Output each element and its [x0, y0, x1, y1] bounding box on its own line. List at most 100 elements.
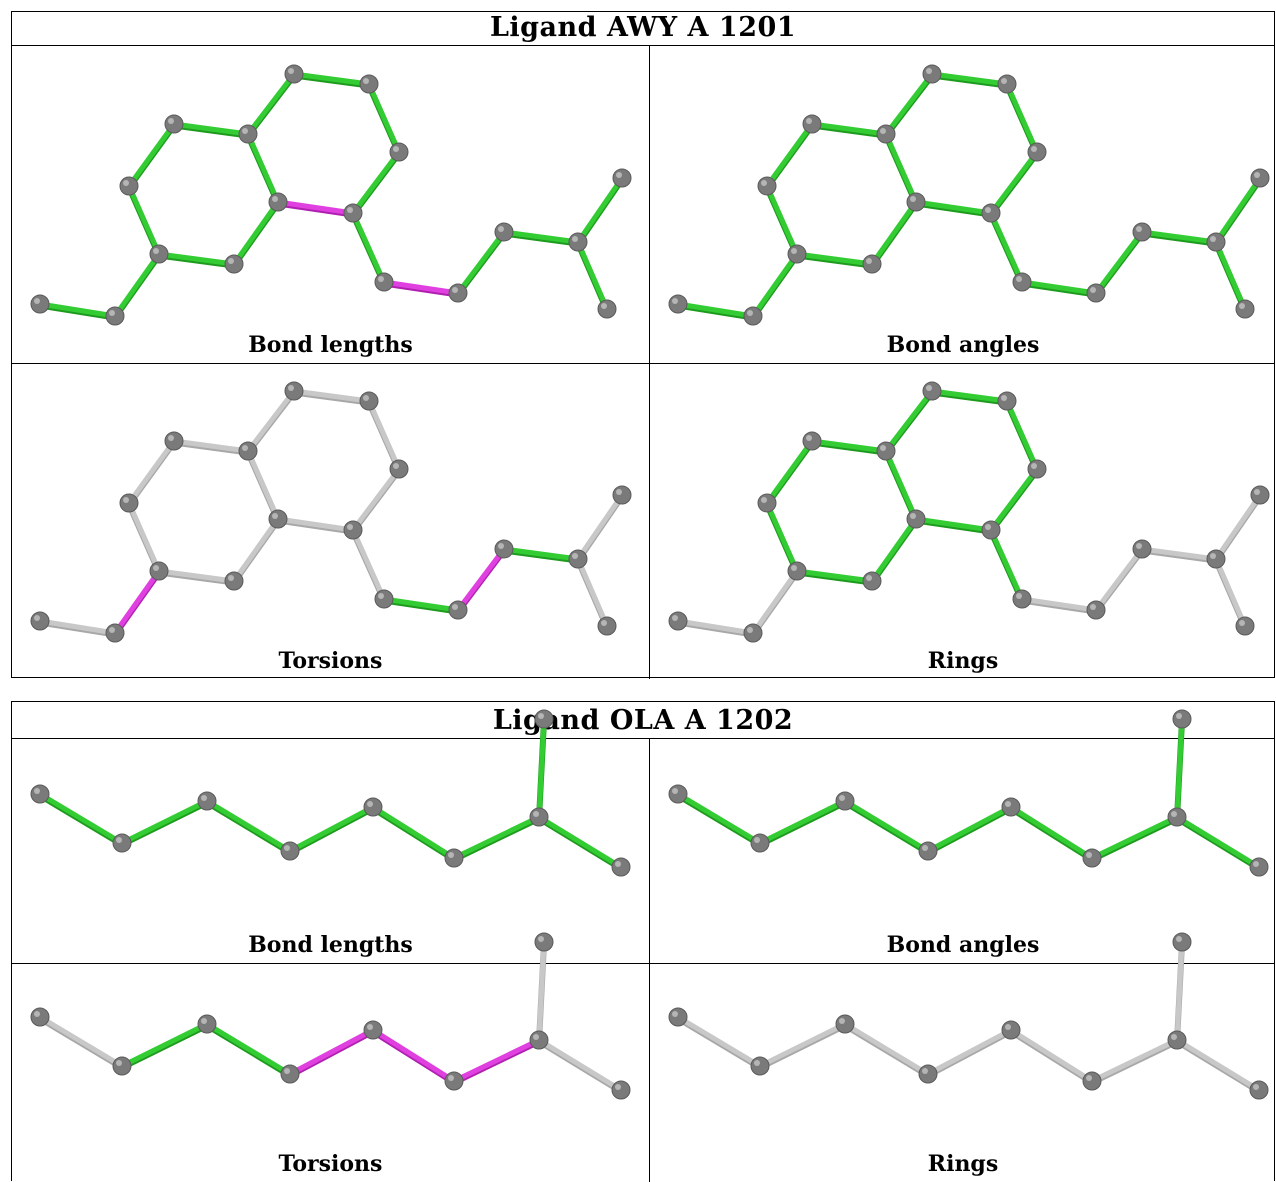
bond [381, 596, 461, 613]
molecule-diagram [668, 64, 1270, 326]
bond [350, 210, 387, 285]
atom [668, 1007, 688, 1027]
panel-caption: Rings [927, 648, 999, 674]
atom [862, 571, 882, 591]
atom [30, 1007, 50, 1027]
atom-highlight [116, 837, 122, 843]
atom-highlight [1031, 146, 1037, 152]
bond [350, 466, 402, 533]
atom-highlight [880, 445, 886, 451]
atom-highlight [985, 524, 991, 530]
atom-highlight [201, 795, 207, 801]
bond [1174, 1037, 1262, 1093]
panel-rings: Rings [650, 932, 1276, 1182]
bond [988, 527, 1025, 602]
atom-highlight [615, 861, 621, 867]
bond [1004, 398, 1040, 472]
table-title: Ligand AWY A 1201 [12, 12, 1274, 46]
atom [922, 64, 942, 84]
atom [284, 381, 304, 401]
atom [534, 932, 554, 952]
atom-highlight [153, 248, 159, 254]
atom [359, 74, 379, 94]
bond [883, 388, 935, 454]
atom [918, 1064, 938, 1084]
bond [126, 183, 162, 257]
bond [809, 121, 889, 137]
panel-rings: Rings [650, 364, 1276, 679]
atom [835, 791, 855, 811]
atom [149, 561, 169, 581]
atom-highlight [1171, 1034, 1177, 1040]
atom-highlight [168, 435, 174, 441]
atom-highlight [367, 1024, 373, 1030]
atom [529, 1030, 549, 1050]
bond [925, 1027, 1014, 1077]
bond [231, 199, 281, 267]
bond [988, 149, 1040, 216]
atom-highlight [228, 258, 234, 264]
bond [1008, 804, 1095, 861]
atom [1235, 299, 1255, 319]
atom [1132, 539, 1152, 559]
panel-bond-angles: Bond angles [650, 709, 1276, 963]
bond [988, 466, 1040, 533]
bond [112, 568, 162, 636]
atom-highlight [116, 1060, 122, 1066]
bond [794, 568, 875, 584]
atom [757, 493, 777, 513]
bond [869, 516, 919, 584]
bond [809, 438, 889, 454]
atom-highlight [922, 845, 928, 851]
atom [1086, 283, 1106, 303]
atom-highlight [393, 463, 399, 469]
bond [757, 1021, 848, 1069]
panel-caption: Torsions [278, 1151, 383, 1177]
bond [883, 71, 935, 137]
atom [238, 441, 258, 461]
bond [350, 149, 402, 216]
bond [536, 939, 547, 1043]
atom [743, 306, 763, 326]
atom [494, 539, 514, 559]
atom [862, 254, 882, 274]
atom-highlight [393, 146, 399, 152]
atom [197, 1014, 217, 1034]
bond [675, 1014, 763, 1069]
bond [1174, 939, 1185, 1043]
atom-highlight [1005, 801, 1011, 807]
bond [37, 791, 125, 846]
atom [1249, 857, 1269, 877]
atom [268, 509, 288, 529]
panel-bond-angles: Bond angles [650, 46, 1276, 363]
atom [363, 1020, 383, 1040]
atom-highlight [34, 788, 40, 794]
atom [389, 459, 409, 479]
bond [675, 791, 763, 846]
bond [764, 121, 815, 189]
atom-highlight [601, 303, 607, 309]
atom-highlight [452, 604, 458, 610]
bond [112, 251, 162, 319]
atom-highlight [378, 276, 384, 282]
bond [171, 438, 251, 454]
atom [1167, 807, 1187, 827]
atom-highlight [754, 837, 760, 843]
bond [750, 568, 800, 636]
bond [1008, 1027, 1095, 1084]
bond [1139, 546, 1219, 562]
atom-highlight [538, 713, 544, 719]
atom [1250, 168, 1270, 188]
atom [224, 254, 244, 274]
atom-highlight [572, 553, 578, 559]
atom-highlight [1086, 852, 1092, 858]
atom-highlight [34, 615, 40, 621]
atom [611, 857, 631, 877]
atom-highlight [109, 627, 115, 633]
bond [287, 1027, 376, 1077]
atom-highlight [572, 236, 578, 242]
atom-highlight [242, 445, 248, 451]
bond [366, 398, 402, 472]
atom [280, 1064, 300, 1084]
bond [575, 175, 625, 245]
